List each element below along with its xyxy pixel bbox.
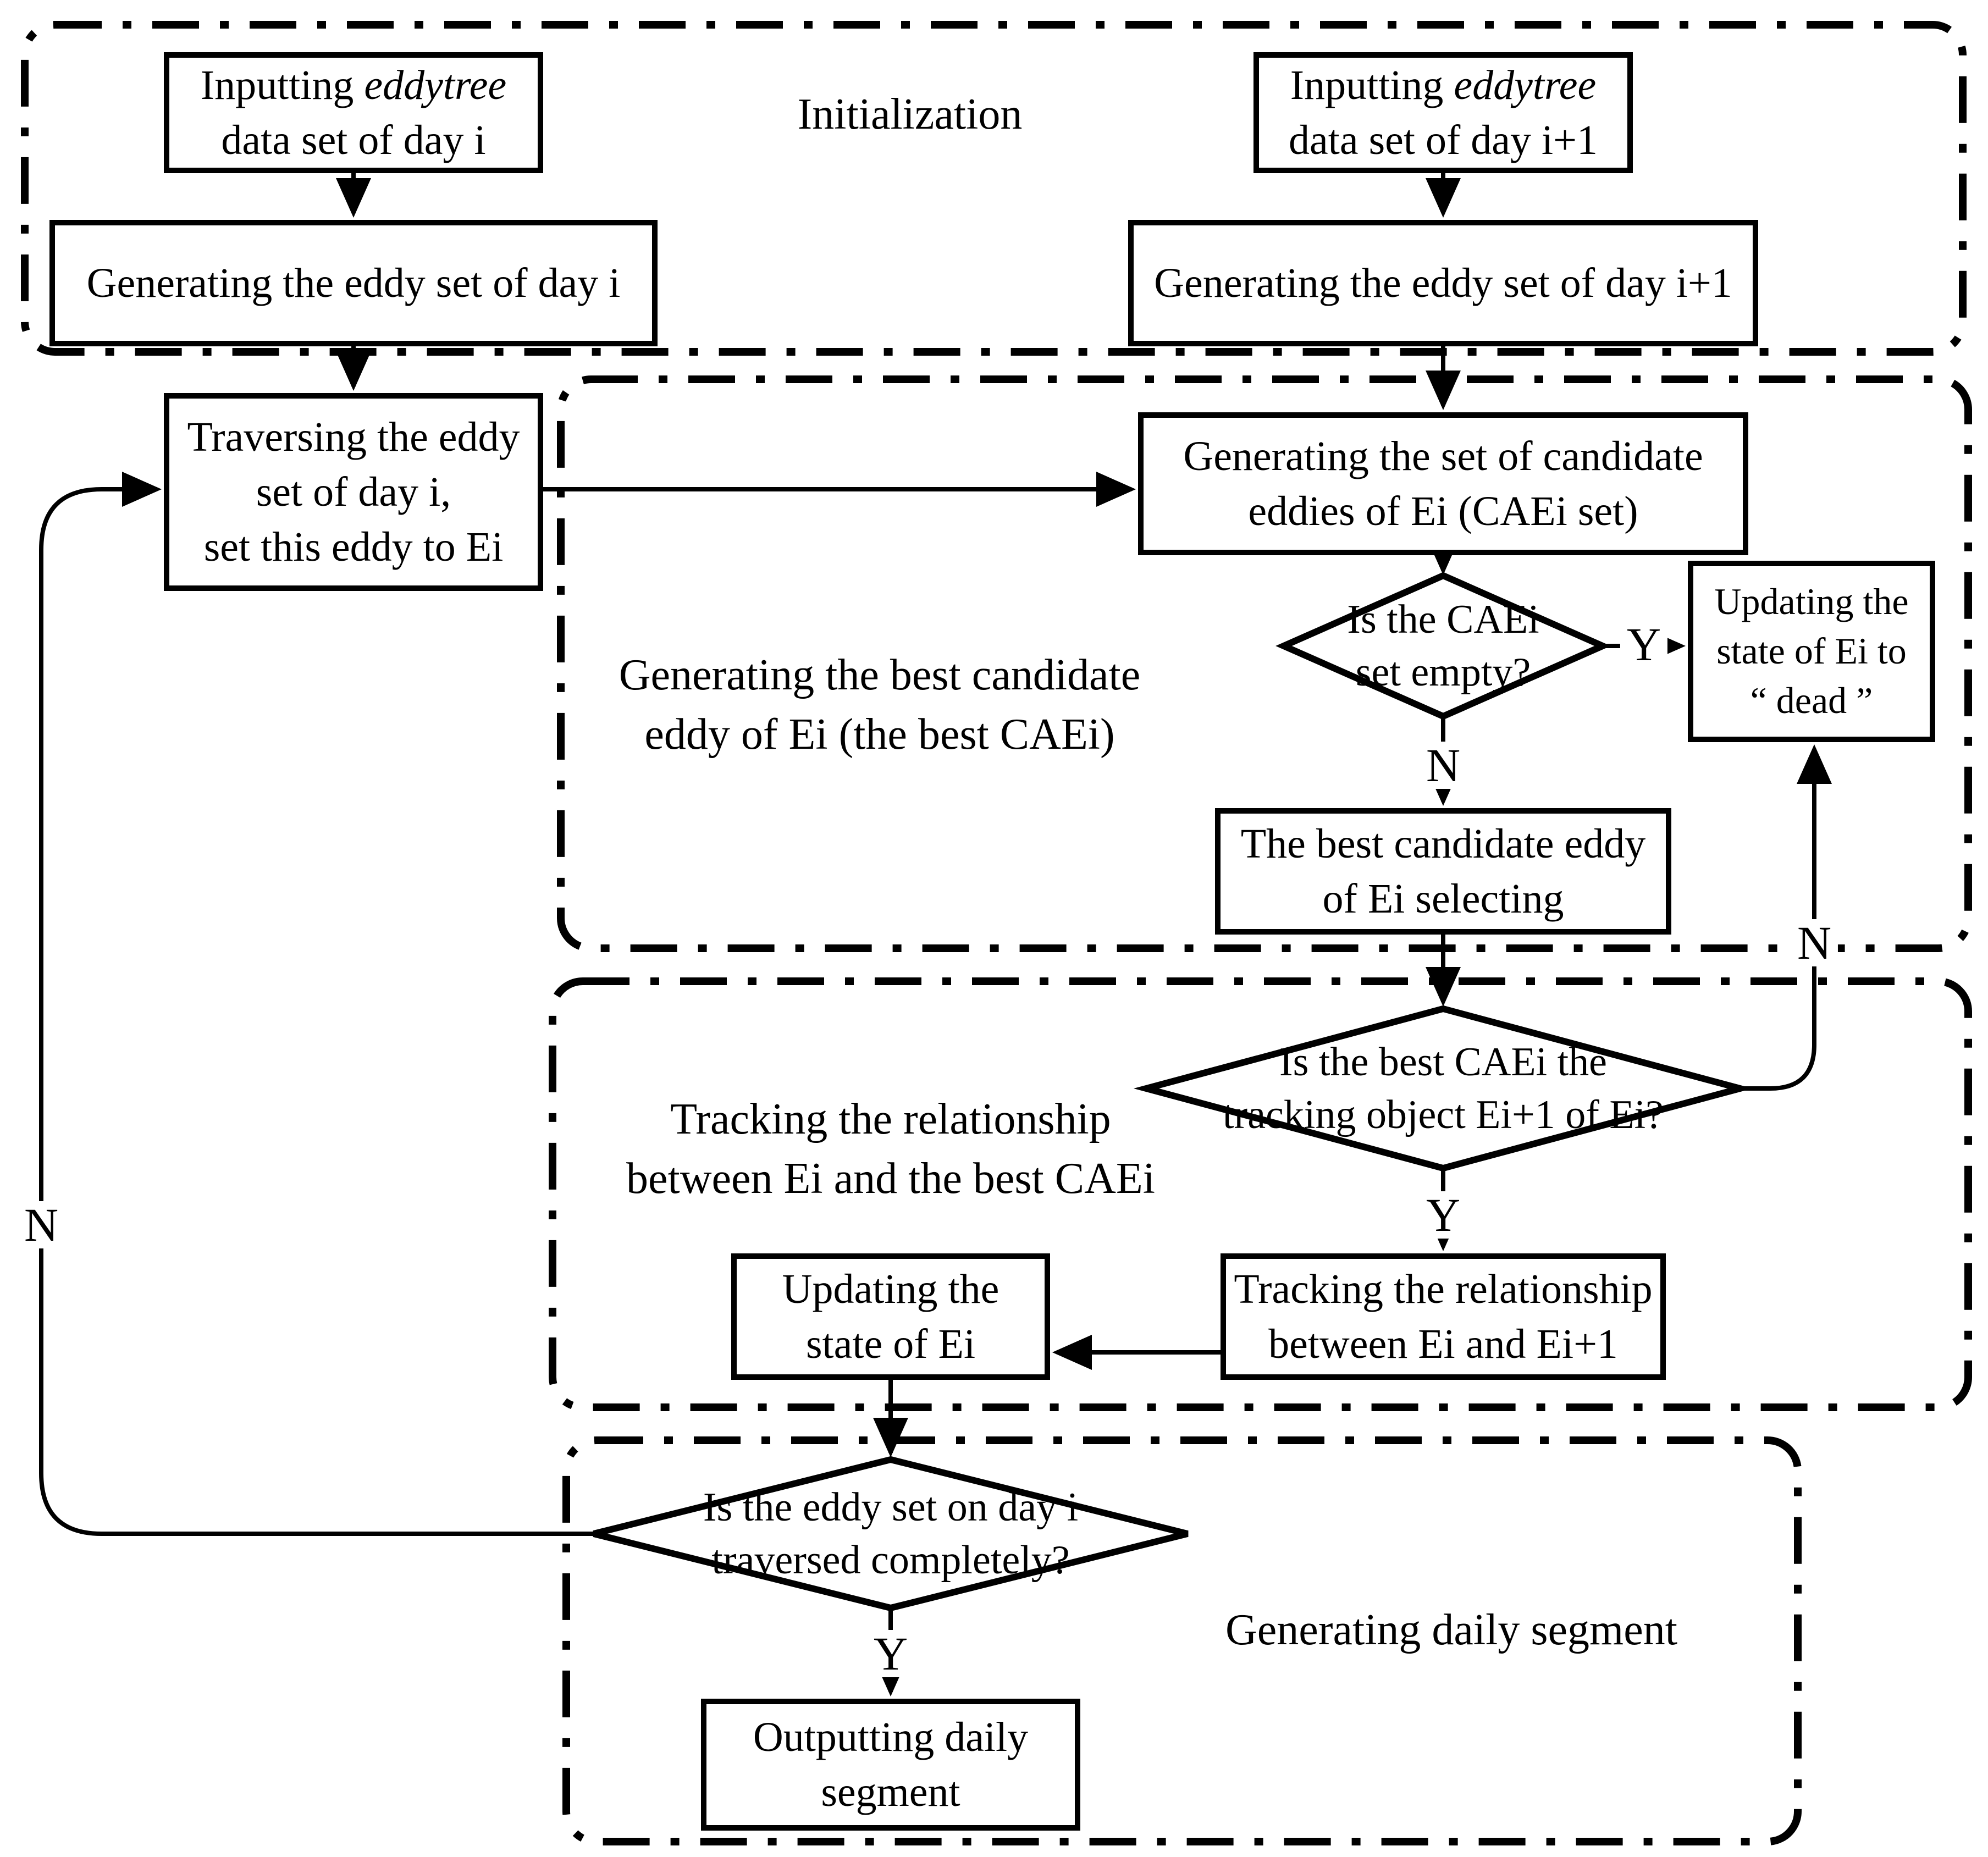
section-tracking-border (549, 977, 1972, 1411)
edge-label-no-empty: N (1419, 742, 1467, 789)
box-traversing: Traversing the eddy set of day i, set th… (164, 393, 543, 591)
decision-is-tracking-object-shape (1133, 1005, 1753, 1172)
edge-label-no-tracking: N (1790, 919, 1838, 966)
box-gen-eddy-set-i1: Generating the eddy set of day i+1 (1128, 220, 1758, 346)
arrow-tracking-decision-no-to-dead (1740, 744, 1832, 1091)
section-initialization-border (21, 21, 1967, 356)
box-output-segment: Outputting daily segment (701, 1699, 1080, 1831)
box-best-select: The best candidate eddy of Ei selecting (1215, 808, 1671, 935)
edge-label-yes-traversed: Y (866, 1630, 915, 1677)
box-gen-candidate-set: Generating the set of candidate eddies o… (1138, 412, 1748, 555)
box-input-day-i: Inputting eddytree data set of day i (164, 52, 543, 173)
decision-traversed-completely-label: Is the eddy set on day i traversed compl… (703, 1484, 1079, 1583)
box-track-rel: Tracking the relationship between Ei and… (1221, 1253, 1666, 1380)
section-label-best-candidate: Generating the best candidate eddy of Ei… (619, 651, 1141, 759)
section-daily-segment-border (562, 1436, 1802, 1845)
section-label-tracking: Tracking the relationship between Ei and… (626, 1095, 1155, 1203)
box-input-day-i1: Inputting eddytree data set of day i+1 (1253, 52, 1633, 173)
section-label-initialization: Initialization (797, 90, 1023, 139)
edge-label-yes-empty: Y (1620, 621, 1668, 668)
decision-is-tracking-object-label: Is the best CAEi the tracking object Ei+… (1222, 1039, 1664, 1137)
decision-caei-empty-shape (1275, 572, 1611, 720)
decision-traversed-completely-shape (593, 1456, 1189, 1612)
edge-label-no-traversed: N (17, 1201, 65, 1248)
section-label-daily-segment: Generating daily segment (1225, 1606, 1677, 1654)
decision-caei-empty-label: Is the CAEi set empty? (1347, 596, 1539, 695)
box-gen-eddy-set-i: Generating the eddy set of day i (49, 220, 658, 346)
edge-label-yes-tracking: Y (1419, 1191, 1467, 1239)
box-update-state: Updating the state of Ei (731, 1253, 1050, 1380)
box-update-dead: Updating the state of Ei to “ dead ” (1688, 561, 1935, 742)
arrow-traversed-decision-no-to-traversing (39, 472, 594, 1536)
